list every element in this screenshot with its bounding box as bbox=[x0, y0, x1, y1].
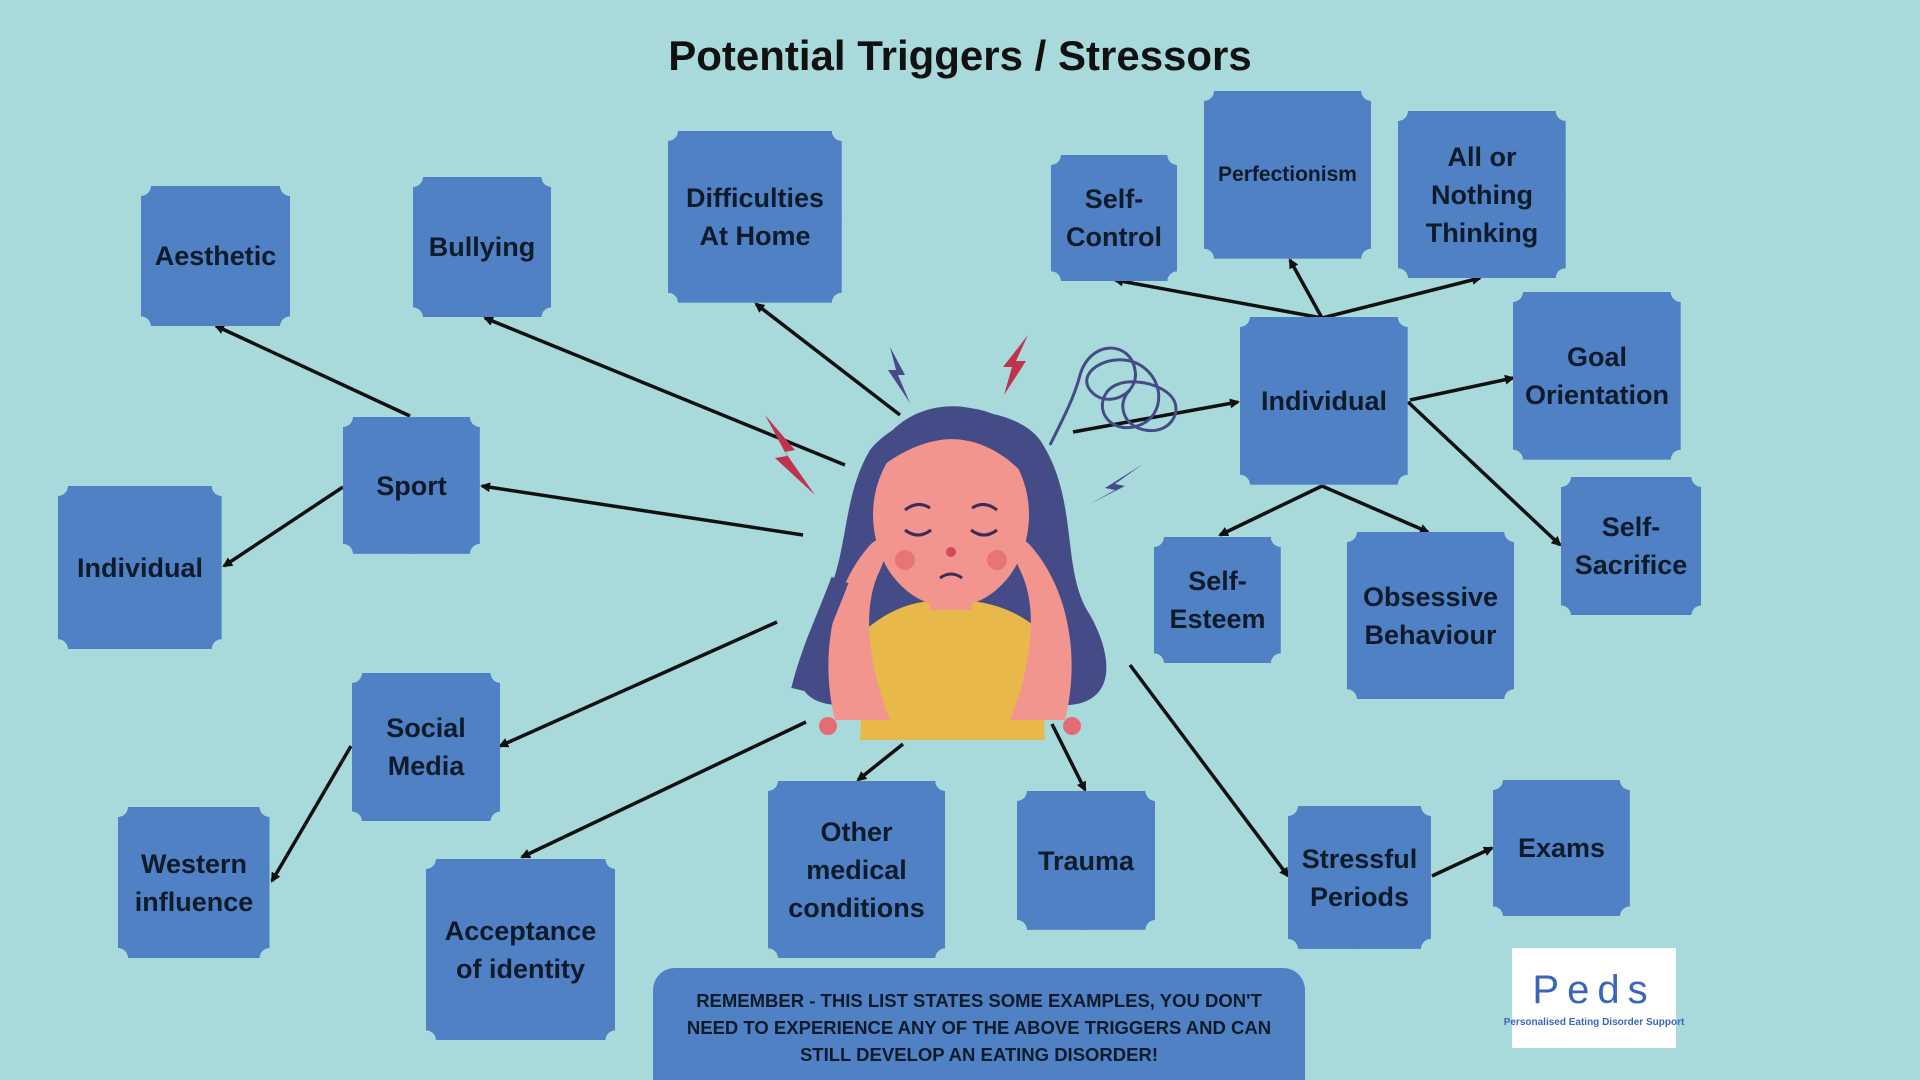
node-sport: Sport bbox=[343, 417, 480, 554]
node-individual-left: Individual bbox=[58, 486, 222, 649]
arrow-to-obsessive bbox=[1321, 484, 1430, 534]
arrow-to-self-control bbox=[1113, 276, 1323, 320]
scribble-icon bbox=[1048, 346, 1178, 446]
arrow-to-all-or-nothing bbox=[1321, 275, 1482, 320]
node-social-media: Social Media bbox=[352, 673, 500, 821]
peds-logo: Peds Personalised Eating Disorder Suppor… bbox=[1504, 948, 1684, 1048]
lightning-bolt-icon bbox=[1003, 335, 1028, 395]
node-all-or-nothing-thinking: All or Nothing Thinking bbox=[1398, 111, 1566, 278]
arrow-to-acceptance bbox=[520, 720, 807, 859]
node-self-control: Self-Control bbox=[1051, 155, 1177, 281]
node-stressful-periods: Stressful Periods bbox=[1288, 806, 1431, 949]
arrow-to-other-medical bbox=[856, 742, 905, 782]
arrow-to-perfectionism bbox=[1288, 258, 1324, 319]
reminder-note: REMEMBER - THIS LIST STATES SOME EXAMPLE… bbox=[653, 968, 1305, 1080]
arrow-to-self-esteem bbox=[1218, 484, 1323, 537]
arrow-to-self-sacrifice bbox=[1406, 400, 1562, 547]
node-trauma: Trauma bbox=[1017, 791, 1155, 930]
stressed-girl-illustration bbox=[791, 406, 1107, 740]
page-title: Potential Triggers / Stressors bbox=[668, 32, 1252, 79]
node-self-esteem: Self-Esteem bbox=[1154, 537, 1281, 663]
lightning-bolt-icon bbox=[888, 347, 910, 403]
node-individual-right: Individual bbox=[1240, 317, 1408, 485]
arrow-to-aesthetic bbox=[214, 324, 411, 418]
node-other-medical-conditions: Other medical conditions bbox=[768, 781, 945, 958]
arrow-to-sport bbox=[480, 482, 804, 537]
lightning-bolt-icon bbox=[1090, 464, 1143, 504]
node-perfectionism: Perfectionism bbox=[1204, 91, 1371, 259]
arrow-to-individual-left bbox=[222, 485, 344, 568]
arrow-to-goal-orientation bbox=[1409, 374, 1515, 402]
lightning-bolt-icon bbox=[765, 415, 815, 495]
arrow-to-western-influence bbox=[270, 745, 353, 883]
node-obsessive-behaviour: Obsessive Behaviour bbox=[1347, 532, 1514, 699]
arrow-to-stressful-periods bbox=[1128, 663, 1290, 878]
arrow-to-trauma bbox=[1050, 723, 1087, 792]
logo-wordmark: Peds bbox=[1532, 968, 1656, 1012]
node-self-sacrifice: Self-Sacrifice bbox=[1561, 477, 1701, 615]
arrow-to-difficulties bbox=[754, 302, 902, 417]
arrow-to-individual-right bbox=[1072, 398, 1240, 434]
node-western-influence: Western influence bbox=[118, 807, 270, 958]
arrow-to-social-media bbox=[498, 620, 778, 748]
node-aesthetic: Aesthetic bbox=[141, 186, 290, 326]
node-acceptance-of-identity: Acceptance of identity bbox=[426, 859, 615, 1040]
node-bullying: Bullying bbox=[413, 177, 551, 317]
node-difficulties-at-home: Difficulties At Home bbox=[668, 131, 842, 303]
arrow-to-exams bbox=[1431, 846, 1494, 878]
node-goal-orientation: Goal Orientation bbox=[1513, 292, 1681, 460]
node-exams: Exams bbox=[1493, 780, 1630, 916]
logo-tagline: Personalised Eating Disorder Support bbox=[1503, 1017, 1685, 1028]
